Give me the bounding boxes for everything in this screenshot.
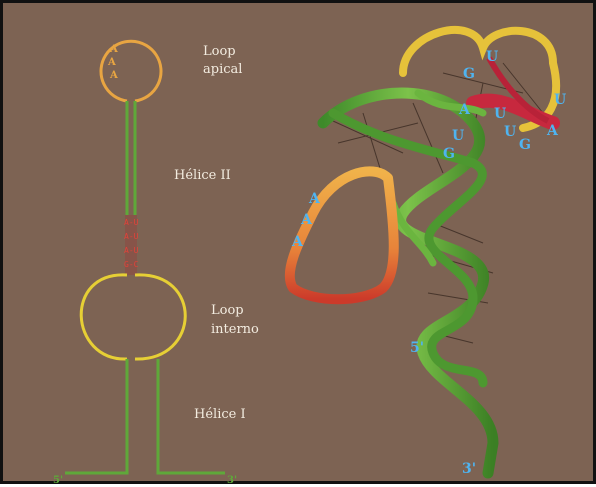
label-helice-ii: Hélice II [174, 168, 231, 183]
label-loop-apical-1: Loop [203, 44, 236, 59]
three-prime-label: 3' [462, 461, 476, 477]
five-prime-label: 5' [410, 340, 424, 356]
svg-text:G-C: G-C [124, 260, 139, 269]
label-loop-interno-1: Loop [211, 303, 244, 318]
top-nuc-2: G [463, 66, 475, 82]
top-nuc-7: A [546, 123, 559, 139]
label-helice-i: Hélice I [194, 407, 246, 422]
schematic-5prime: 5' [53, 475, 63, 486]
bulge-nuc-2: A [300, 212, 313, 228]
helix-ii-strands [127, 101, 135, 215]
svg-text:A-U: A-U [124, 218, 139, 227]
schematic-loop-nuc-2: A [107, 57, 116, 68]
top-nuc-8: G [519, 137, 531, 153]
top-nuc-1: U [486, 49, 498, 65]
ribbon-structure: A A A U G A U U U A G U G 5' 3' [290, 30, 566, 477]
label-loop-interno-2: interno [211, 322, 259, 337]
schematic-loop-nuc-1: A [109, 44, 118, 55]
top-nuc-3: A [458, 102, 471, 118]
top-nuc-6: U [504, 124, 516, 140]
internal-loop [81, 275, 185, 359]
top-nuc-10: G [443, 146, 455, 162]
schematic-loop-nuc-3: A [109, 70, 118, 81]
bulge-loop [290, 171, 394, 299]
svg-text:A-U: A-U [124, 246, 139, 255]
bulge-nuc-1: A [308, 191, 321, 207]
top-nuc-4: U [494, 106, 506, 122]
internal-pairs: A-U A-U A-U G-C [124, 215, 139, 275]
schematic-structure: A A A A-U A-U A-U G-C 5' 3' Loop apical … [53, 41, 259, 486]
bulge-nuc-3: A [291, 234, 304, 250]
schematic-3prime: 3' [227, 475, 237, 486]
top-nuc-9: U [554, 92, 566, 108]
figure-canvas: A A A A-U A-U A-U G-C 5' 3' Loop apical … [3, 3, 596, 487]
top-nuc-5: U [452, 128, 464, 144]
label-loop-apical-2: apical [203, 62, 242, 77]
svg-text:A-U: A-U [124, 232, 139, 241]
